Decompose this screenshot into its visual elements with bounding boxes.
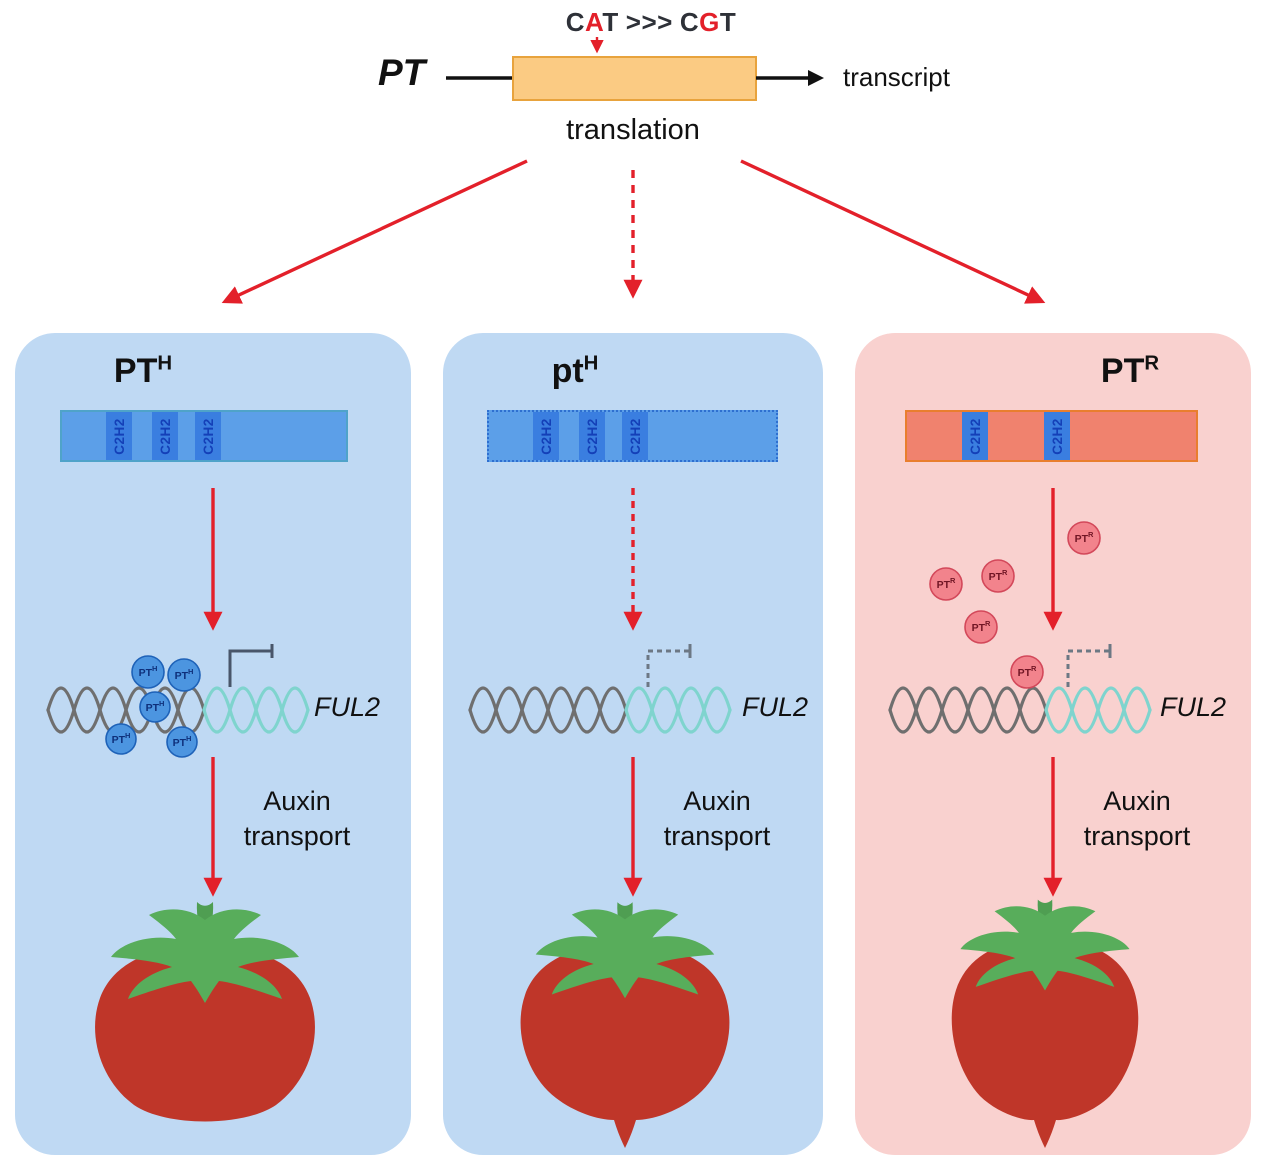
c2h2-label: C2H2 (538, 417, 554, 455)
branch-arrow-right (740, 159, 1046, 304)
ptr-protein-bar: C2H2 C2H2 (905, 410, 1198, 462)
mutation-alt-base: G (699, 7, 720, 37)
gene-diagram (446, 37, 825, 101)
panel-title-pt-h-mutant: ptH (495, 352, 655, 391)
c2h2-label: C2H2 (627, 417, 643, 455)
gene-symbol-label: PT (378, 52, 426, 93)
gene-box (512, 56, 757, 101)
c2h2-domain: C2H2 (195, 412, 221, 460)
c2h2-domain: C2H2 (152, 412, 178, 460)
panel-title-base: PT (113, 352, 158, 390)
mutation-char: C (565, 7, 586, 37)
c2h2-domain: C2H2 (622, 412, 648, 460)
translation-label: translation (566, 114, 700, 146)
pth-protein-bar: C2H2 C2H2 C2H2 (60, 410, 348, 462)
c2h2-label: C2H2 (200, 417, 216, 455)
auxin-transport-label: Auxin transport (243, 786, 351, 851)
c2h2-label: C2H2 (157, 417, 173, 455)
panel-title-pt-h: PTH (63, 352, 223, 391)
c2h2-domain: C2H2 (579, 412, 605, 460)
c2h2-domain: C2H2 (106, 412, 132, 460)
c2h2-domain: C2H2 (962, 412, 988, 460)
auxin-transport-label: Auxin transport (663, 786, 771, 851)
panel-title-sup: R (1144, 352, 1160, 375)
pth-mutant-protein-bar: C2H2 C2H2 C2H2 (487, 410, 778, 462)
panel-title-base: pt (551, 352, 584, 390)
c2h2-domain: C2H2 (1044, 412, 1070, 460)
branch-arrow-left (221, 159, 528, 304)
c2h2-label: C2H2 (967, 417, 983, 455)
c2h2-label: C2H2 (584, 417, 600, 455)
mutation-char: C (679, 7, 700, 37)
panel-title-base: PT (1100, 352, 1145, 390)
c2h2-label: C2H2 (111, 417, 127, 455)
ful2-gene-label: FUL2 (742, 692, 809, 722)
mutation-separator: >>> (625, 7, 673, 37)
mutation-char: T (602, 7, 619, 37)
auxin-transport-label: Auxin transport (1083, 786, 1191, 851)
c2h2-label: C2H2 (1049, 417, 1065, 455)
panel-title-pt-r: PTR (1050, 352, 1210, 391)
branch-arrows (221, 159, 1046, 304)
transcript-label: transcript (843, 62, 950, 92)
ful2-gene-label: FUL2 (314, 692, 381, 722)
ful2-gene-label: FUL2 (1160, 692, 1227, 722)
mutation-char: T (719, 7, 737, 37)
c2h2-domain: C2H2 (533, 412, 559, 460)
mutation-label: CAT>>>CGT (546, 7, 756, 38)
panel-title-sup: H (583, 352, 599, 375)
panel-title-sup: H (157, 352, 173, 375)
mutation-ref-base: A (585, 7, 603, 37)
